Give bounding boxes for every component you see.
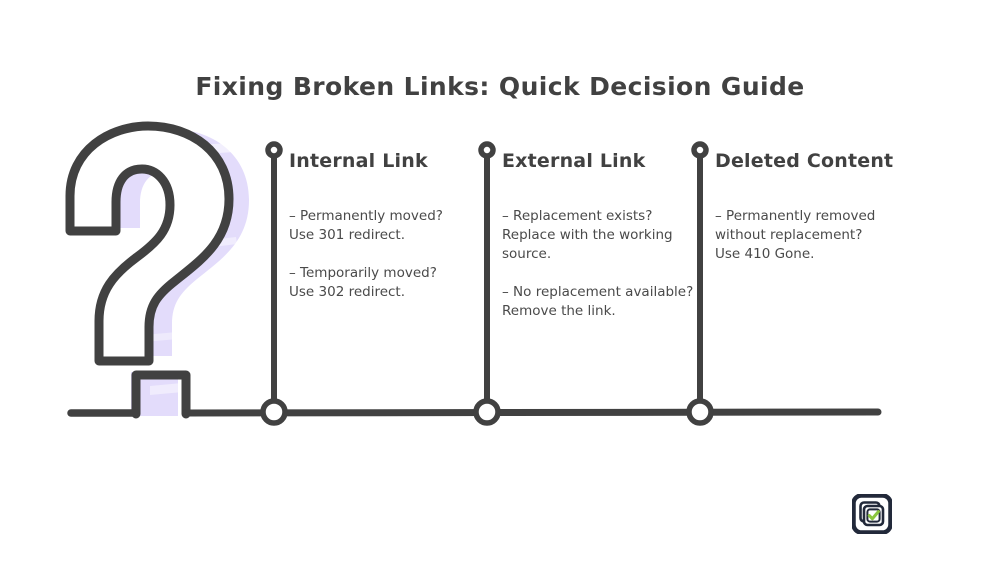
question-mark-dot (131, 370, 191, 419)
check-mark-icon (867, 510, 880, 521)
column-heading: External Link (502, 150, 646, 172)
pin-marker-internal-link (265, 141, 283, 159)
column-body: – Replacement exists? Replace with the w… (502, 207, 702, 321)
bullet-item: – No replacement available? Remove the l… (502, 284, 694, 319)
bullet-item: – Permanently moved? Use 301 redirect. (289, 208, 443, 243)
bullet-item: – Temporarily moved? Use 302 redirect. (289, 265, 437, 300)
pin-marker-deleted-content (691, 141, 709, 159)
page-title: Fixing Broken Links: Quick Decision Guid… (195, 72, 805, 101)
bullet-item: – Permanently removed without replacemen… (715, 208, 876, 262)
baseline-main (182, 408, 882, 417)
logo-frame (852, 494, 892, 534)
column-heading: Deleted Content (715, 150, 894, 172)
checklist-logo (852, 494, 892, 534)
node-circle-deleted-content (686, 398, 714, 426)
column-body: – Permanently moved? Use 301 redirect. –… (289, 207, 464, 302)
question-mark-highlight (97, 129, 251, 416)
column-body: – Permanently removed without replacemen… (715, 207, 887, 264)
node-circle-internal-link (260, 398, 288, 426)
node-circle-external-link (473, 398, 501, 426)
column-heading: Internal Link (289, 150, 428, 172)
question-mark-icon (65, 121, 234, 366)
pin-marker-external-link (478, 141, 496, 159)
bullet-item: – Replacement exists? Replace with the w… (502, 208, 673, 262)
